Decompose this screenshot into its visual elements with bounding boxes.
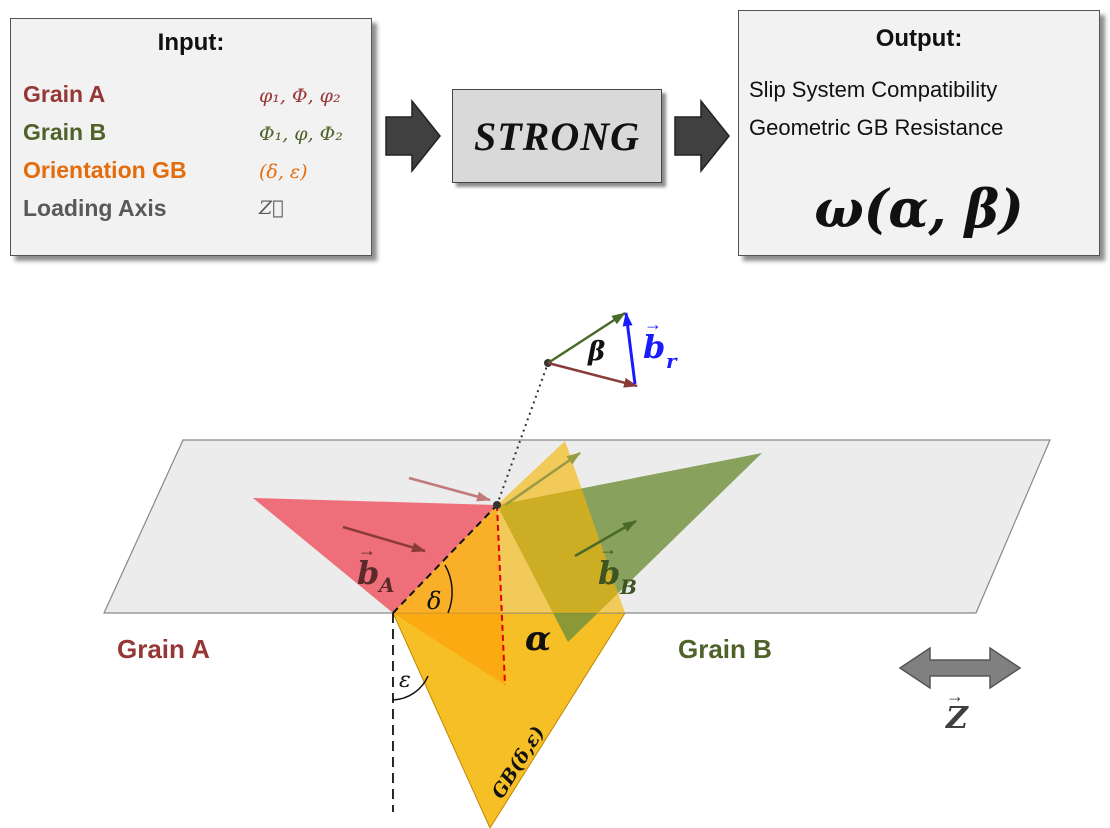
- loading-axis-label: Loading Axis: [23, 195, 167, 221]
- red-dashed-line: [496, 504, 506, 686]
- z-axis-vector-mark: →: [946, 686, 964, 706]
- b-r-subscript: r: [666, 349, 678, 373]
- strong-process-box: STRONG: [452, 89, 662, 183]
- alpha-region: [393, 505, 505, 685]
- grain-a-label: Grain A: [23, 81, 106, 107]
- b-b-arrow: [574, 519, 637, 558]
- input-title: Input:: [157, 29, 225, 56]
- epsilon-label: ε: [399, 668, 411, 693]
- beta-red-arrow: [547, 361, 638, 388]
- b-r-arrow: [622, 312, 637, 385]
- input-panel: Input: Grain A φ₁, Φ, φ₂ Grain B Φ₁, φ, …: [10, 18, 372, 256]
- b-b-vector-mark: →: [599, 539, 617, 559]
- b-a-projected-arrow: [408, 476, 491, 502]
- b-b-projected-arrow: [504, 451, 581, 507]
- orientation-gb-label: Orientation GB: [23, 157, 187, 183]
- grain-b-diagram-label: Grain B: [678, 634, 772, 664]
- b-b-label: b: [598, 554, 620, 592]
- flow-arrow-input-to-strong: [385, 98, 441, 174]
- output-line-compatibility: Slip System Compatibility: [749, 77, 998, 102]
- dotted-normal-line: [496, 362, 549, 506]
- b-a-label: b: [357, 554, 379, 592]
- flow-arrow-strong-to-output: [674, 98, 730, 174]
- grain-a-slip-plane: [253, 498, 497, 613]
- b-r-label: b: [643, 328, 665, 366]
- delta-arc: [444, 564, 453, 614]
- output-title: Output:: [875, 25, 963, 52]
- output-line-resistance: Geometric GB Resistance: [749, 115, 1004, 140]
- loading-axis-symbol: Z⃗: [259, 197, 284, 219]
- junction-point: [493, 501, 501, 509]
- b-b-subscript: B: [619, 575, 637, 599]
- b-a-subscript: A: [377, 573, 395, 597]
- strong-label: STRONG: [473, 113, 641, 159]
- beta-label: β: [587, 337, 605, 367]
- loading-axis-double-arrow: [898, 646, 1022, 690]
- epsilon-arc: [392, 675, 429, 701]
- grain-b-label: Grain B: [23, 119, 107, 145]
- z-axis-label: Z: [945, 701, 969, 736]
- output-panel: Output: Slip System Compatibility Geomet…: [738, 10, 1100, 256]
- omega-formula: ω(α, β): [814, 179, 1024, 240]
- grain-a-symbol: φ₁, Φ, φ₂: [259, 85, 341, 107]
- beta-green-arrow: [547, 311, 626, 365]
- alpha-label: α: [525, 619, 551, 659]
- grain-b-symbol: Φ₁, φ, Φ₂: [259, 123, 343, 145]
- b-a-arrow: [342, 525, 426, 553]
- intersection-dashed-line: [392, 504, 498, 614]
- orientation-gb-symbol: (δ, ε): [259, 161, 308, 183]
- delta-label: δ: [427, 587, 441, 615]
- b-a-vector-mark: →: [358, 540, 376, 560]
- b-r-vector-mark: →: [644, 314, 662, 334]
- grain-a-diagram-label: Grain A: [117, 634, 210, 664]
